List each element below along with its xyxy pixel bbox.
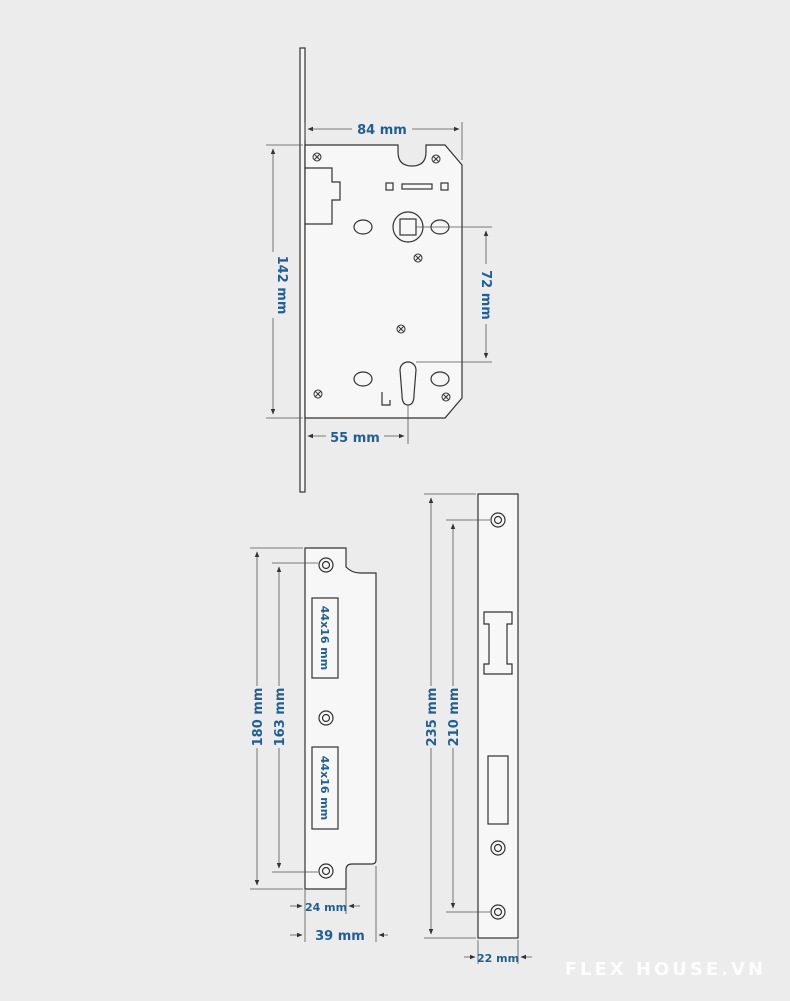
oval-hole-top-left (353, 219, 373, 235)
strike-hole-bottom (318, 863, 334, 879)
strike-width-label: 39 mm (315, 929, 365, 944)
screw-icon (313, 389, 323, 399)
small-slot-left (385, 182, 394, 191)
oval-hole-bottom-left (353, 371, 373, 387)
small-slot-right (440, 182, 449, 191)
screw-icon (312, 152, 322, 162)
faceplate-hole-spacing-label: 210 mm (447, 688, 462, 747)
screw-icon (441, 392, 451, 402)
cylinder-keyhole (399, 361, 417, 406)
strike-cutout-top-label: 44x16 mm (318, 606, 331, 670)
faceplate-width-label: 22 mm (477, 952, 519, 965)
lock-screws (312, 152, 451, 402)
strike-height-label: 180 mm (251, 688, 266, 747)
faceplate-drawing (477, 493, 519, 939)
screw-icon (413, 253, 423, 263)
deadbolt-opening (487, 755, 509, 825)
latch-opening (483, 611, 513, 675)
strike-hole-top (318, 557, 334, 573)
strike-cutout-top (311, 597, 339, 679)
strike-plate-outline (304, 547, 377, 890)
lock-width-label: 84 mm (357, 123, 407, 138)
strike-hole-spacing-label: 163 mm (273, 688, 288, 747)
strike-hole-middle (318, 710, 334, 726)
lock-height-label: 142 mm (274, 256, 289, 315)
latch-bolt (305, 167, 341, 225)
long-slot (401, 183, 433, 190)
strike-cutout-bottom (311, 746, 339, 830)
hook-mark (381, 392, 391, 406)
center-distance-label: 72 mm (478, 270, 493, 320)
strike-cutout-bottom-label: 44x16 mm (318, 756, 331, 820)
oval-hole-bottom-right (430, 371, 450, 387)
strike-inner-width-label: 24 mm (305, 901, 347, 914)
screw-icon (396, 324, 406, 334)
screw-icon (431, 154, 441, 164)
strike-plate-drawing (304, 547, 377, 890)
lock-faceplate-strip (299, 47, 306, 493)
faceplate-outline (477, 493, 519, 939)
backset-label: 55 mm (330, 431, 380, 446)
watermark: FLEX HOUSE.VN (565, 959, 766, 980)
faceplate-hole-bottom (490, 904, 506, 920)
faceplate-hole-top (490, 512, 506, 528)
faceplate-height-label: 235 mm (425, 688, 440, 747)
faceplate-hole-middle (490, 840, 506, 856)
lock-case-outline (304, 144, 463, 419)
lock-body-drawing (299, 47, 463, 493)
lock-body-dimension-lines (266, 122, 492, 444)
